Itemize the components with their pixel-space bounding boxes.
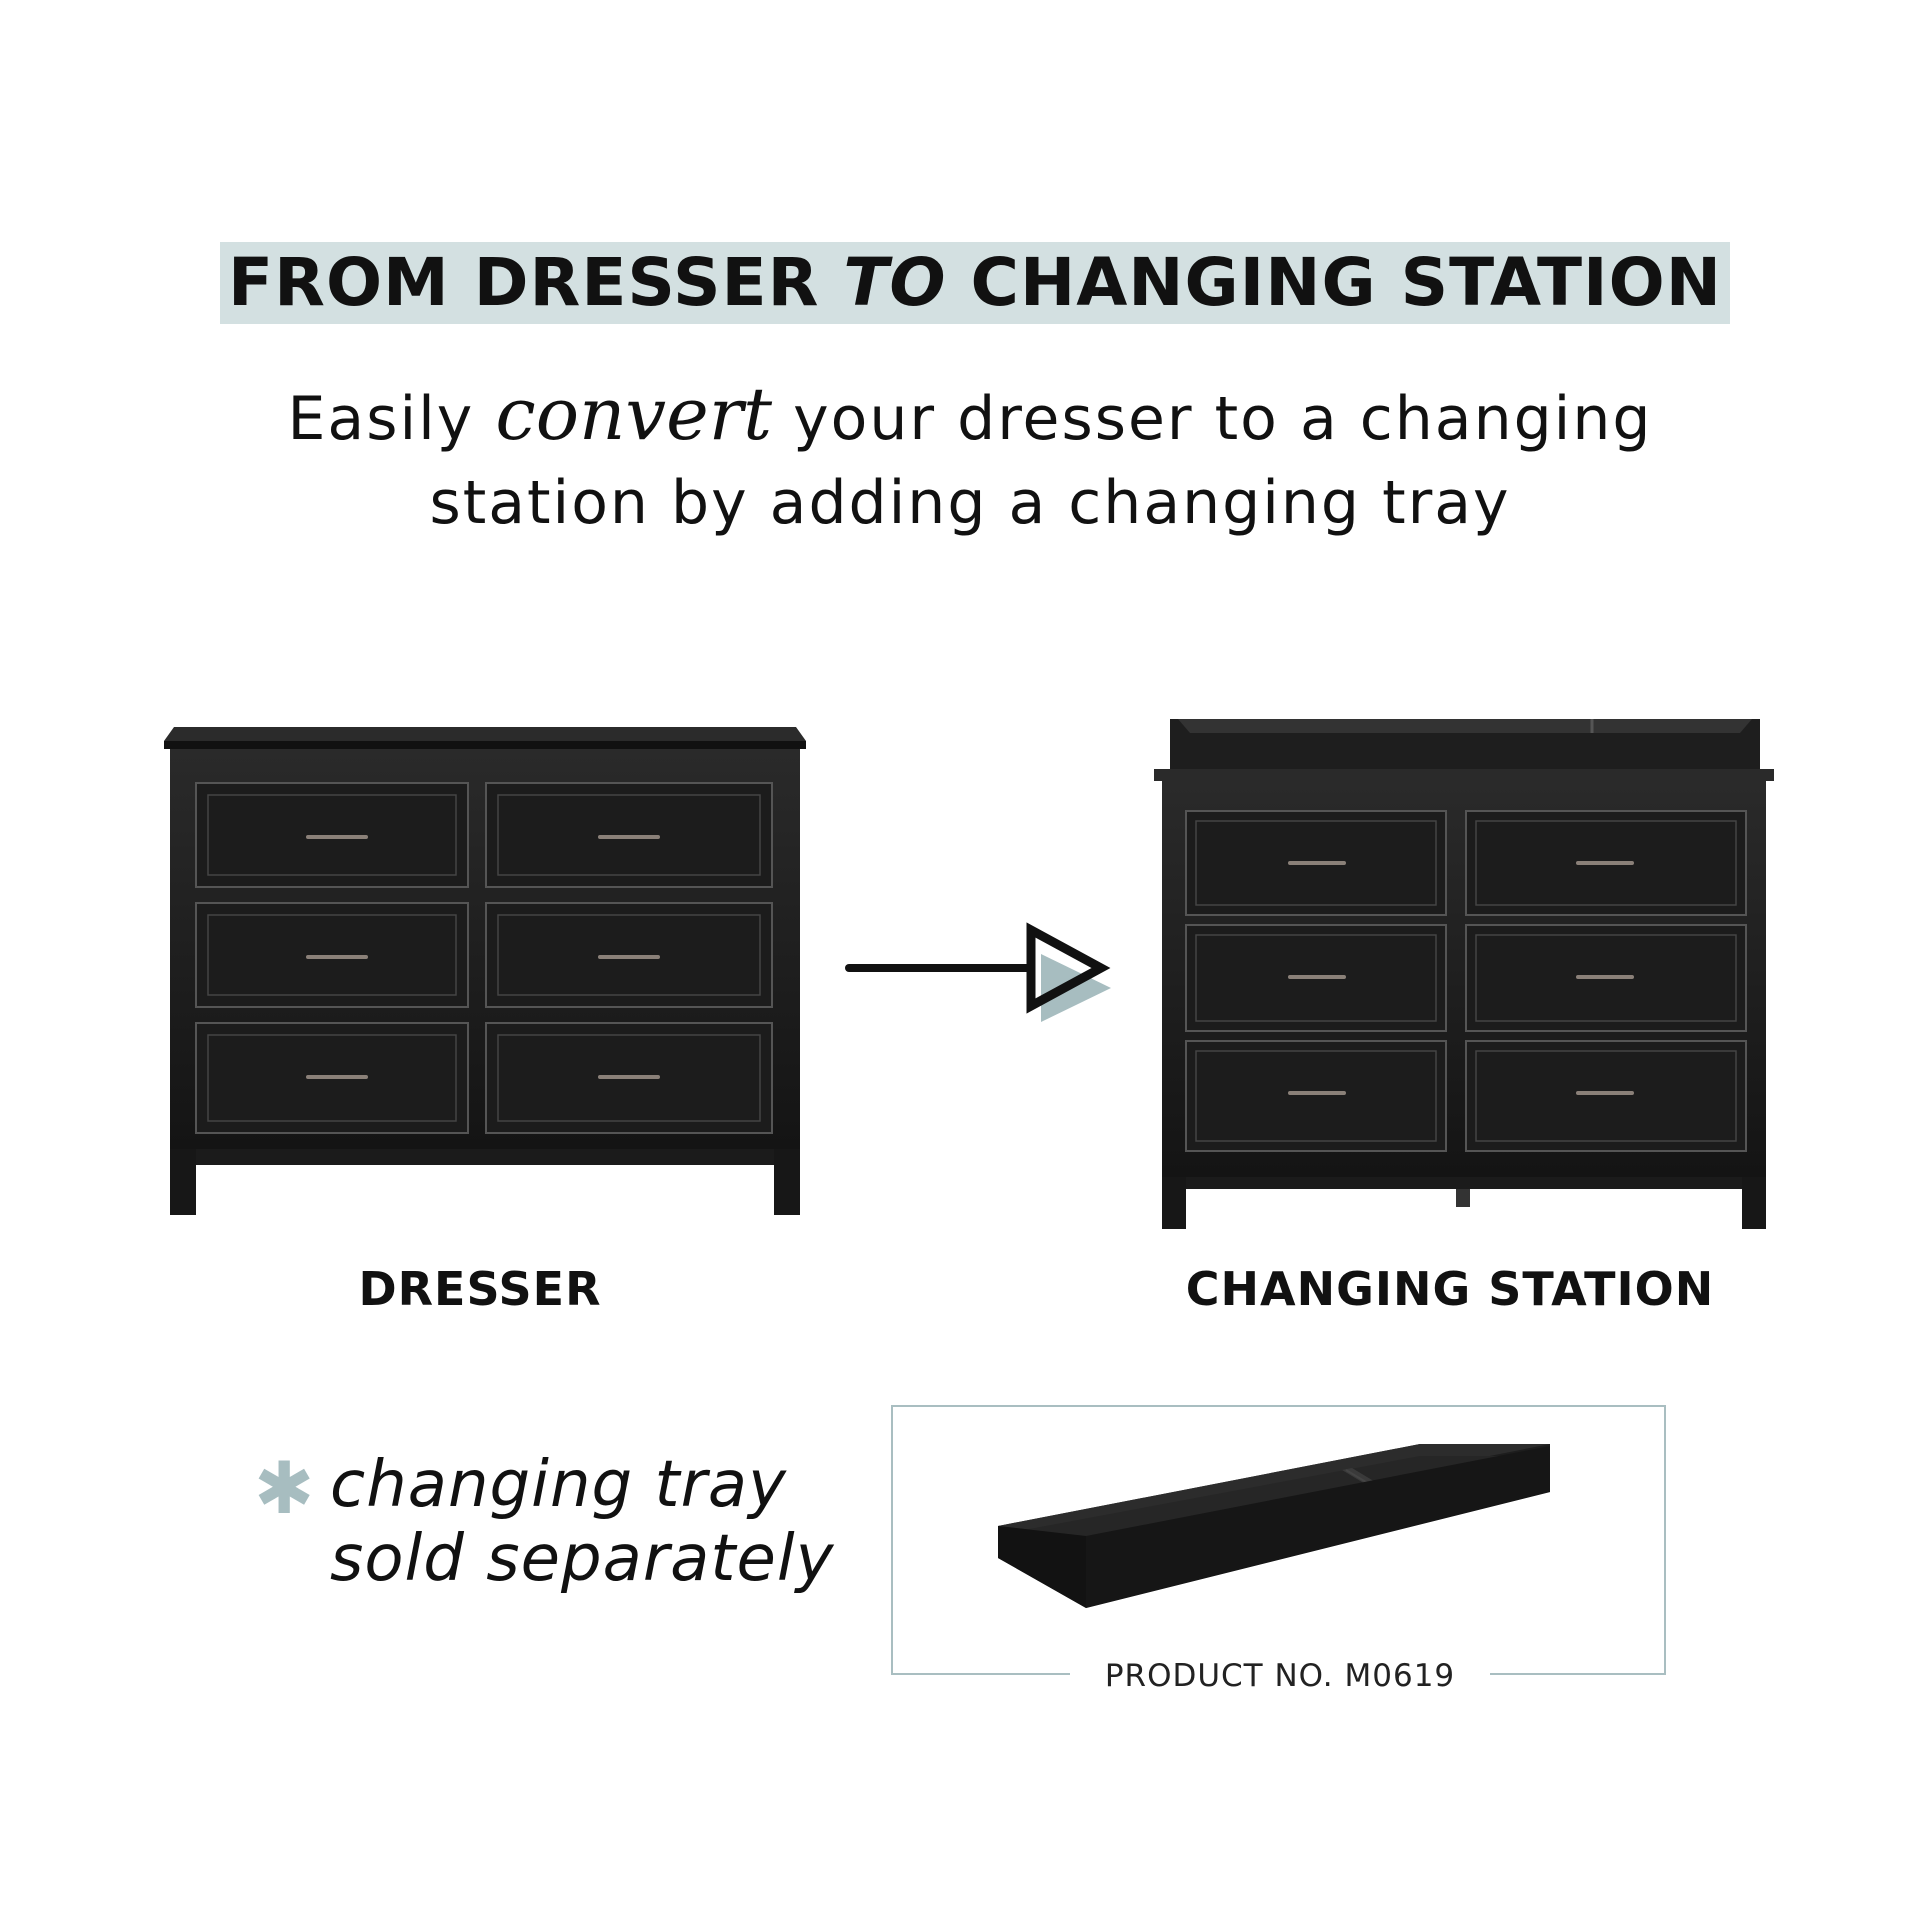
title-highlight-band — [220, 242, 1730, 324]
asterisk-icon: ✱ — [254, 1446, 315, 1530]
product-number: PRODUCT NO. M0619 — [1070, 1652, 1490, 1700]
title-part-2: CHANGING STATION — [946, 244, 1722, 321]
right-arrow-icon — [845, 922, 1111, 1022]
subtitle-line-1-rest: your dresser to a changing — [772, 384, 1653, 454]
title-emphasis: TO — [843, 244, 947, 321]
changing-station-image — [1154, 719, 1774, 1229]
changing-station-label: CHANGING STATION — [1185, 1262, 1715, 1316]
tray-note: changing tray sold separately — [330, 1448, 834, 1596]
dresser-label: DRESSER — [358, 1262, 602, 1316]
changing-tray-image — [998, 1444, 1550, 1608]
subtitle-script-word: convert — [495, 372, 773, 456]
subtitle-line-2: station by adding a changing tray — [429, 468, 1511, 538]
page-subtitle: Easily convert your dresser to a changin… — [160, 372, 1780, 545]
page-title: FROM DRESSER TO CHANGING STATION — [220, 242, 1730, 324]
tray-note-line-1: changing tray — [330, 1448, 787, 1522]
tray-note-line-2: sold separately — [330, 1522, 835, 1596]
dresser-image — [164, 727, 806, 1215]
title-part-1: FROM DRESSER — [228, 244, 844, 321]
subtitle-lead: Easily — [287, 384, 496, 454]
